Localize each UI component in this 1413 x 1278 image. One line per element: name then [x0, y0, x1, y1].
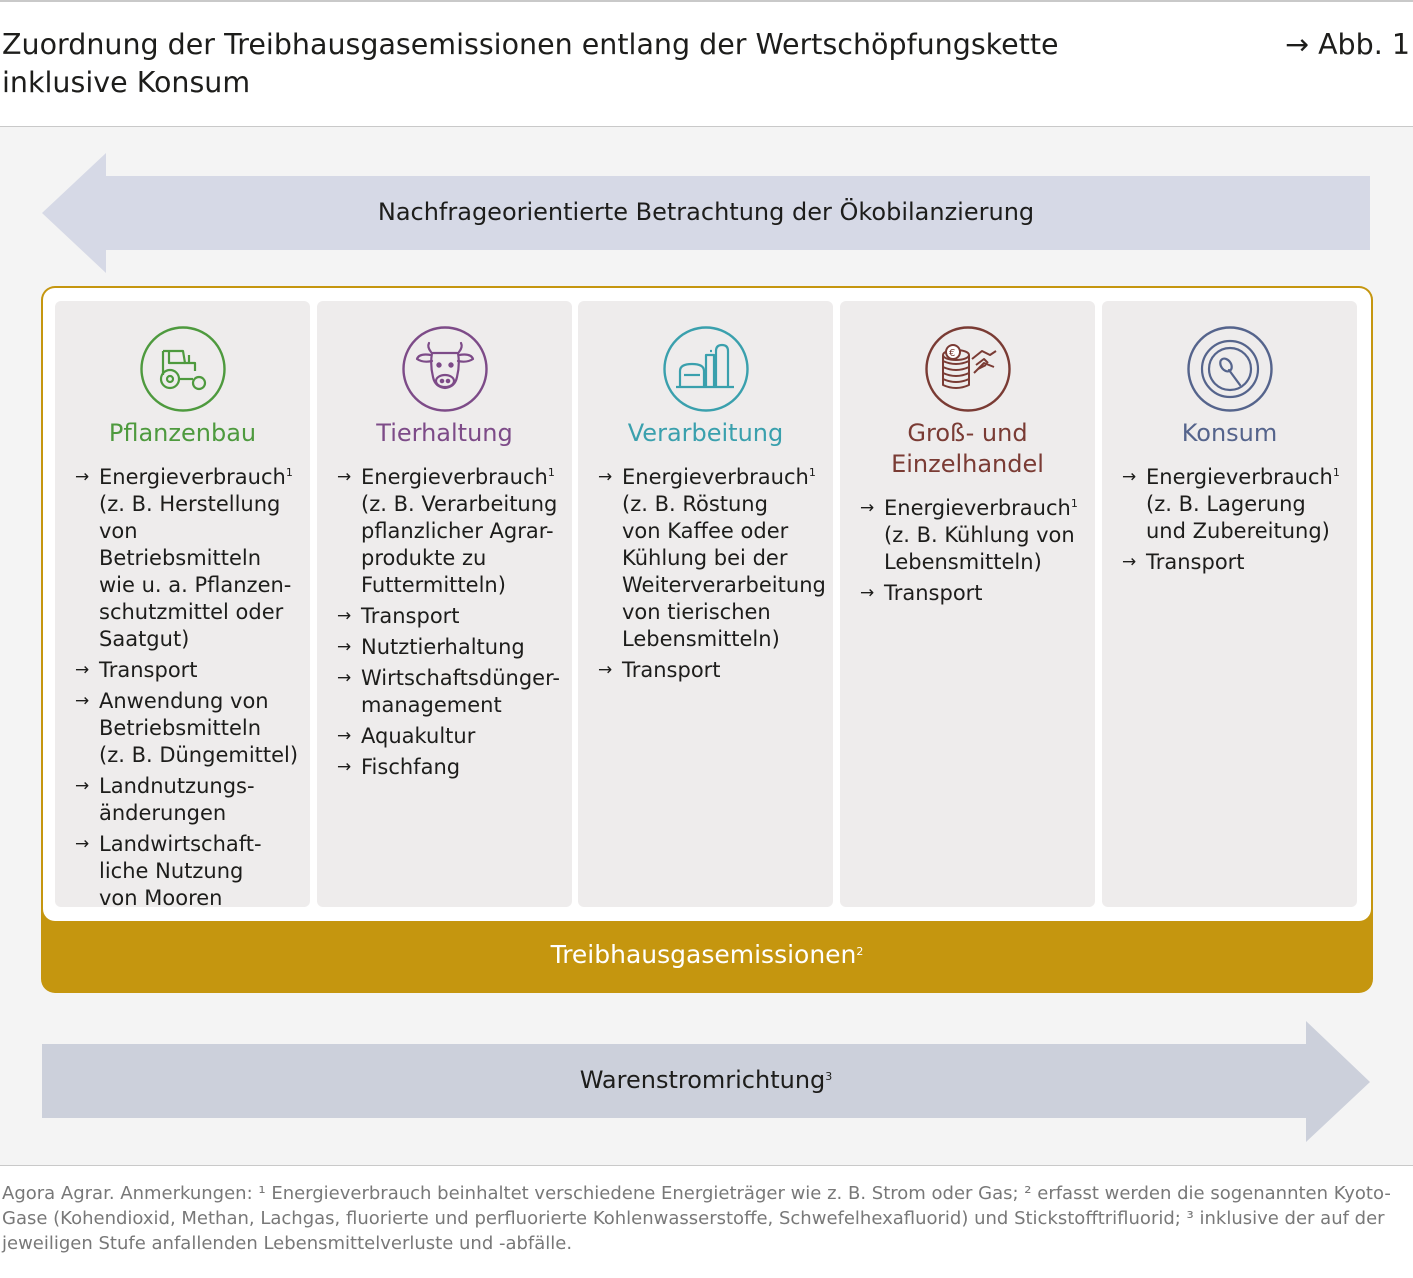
title-line-1: Zuordnung der Treibhausgasemissionen ent… [2, 28, 1059, 61]
goods-flow-arrow-label: Warenstromrichtung3 [579, 1066, 833, 1094]
title-rule [0, 126, 1413, 127]
figure-title: Zuordnung der Treibhausgasemissionen ent… [2, 26, 1202, 102]
arrow-right-icon: → [337, 606, 352, 626]
list-item: →Nutztierhaltung [337, 635, 525, 659]
demand-arrow-label: Nachfrageorientierte Betrachtung der Öko… [377, 198, 1035, 226]
stage-title: Tierhaltung [376, 419, 513, 447]
arrow-right-icon: → [860, 498, 875, 518]
stage-title: Konsum [1181, 419, 1278, 447]
list-item: →Transport [75, 658, 198, 682]
cow-icon [401, 326, 488, 412]
svg-text:€: € [949, 348, 955, 359]
coins-handshake-icon: € [924, 326, 1011, 412]
arrow-right-icon: → [1122, 552, 1137, 572]
list-item: →Aquakultur [337, 724, 476, 748]
arrow-right-icon: → [337, 668, 352, 688]
emissions-label: Treibhausgasemissionen2 [550, 940, 864, 969]
stage-title: Pflanzenbau [108, 419, 257, 447]
stage-tierhaltung: Tierhaltung →Energieverbrauch1(z. B. Ver… [317, 301, 572, 907]
goods-flow-arrow-shape [42, 1021, 1370, 1142]
list-item: →Landnutzungs-änderungen [75, 774, 255, 825]
arrow-right-icon: → [598, 660, 613, 680]
arrow-right-icon: → [75, 660, 90, 680]
tractor-icon [139, 326, 226, 412]
factory-silo-icon [662, 326, 749, 412]
arrow-right-icon: → [75, 776, 90, 796]
title-line-2: inklusive Konsum [2, 66, 251, 99]
list-item: →Transport [598, 658, 721, 682]
arrow-right-icon: → [860, 583, 875, 603]
list-item: →Transport [337, 604, 460, 628]
source-footnote: Agora Agrar. Anmerkungen: ¹ Energieverbr… [2, 1183, 1391, 1254]
arrow-right-icon: → [598, 467, 613, 487]
arrow-right-icon: → [75, 467, 90, 487]
stage-pflanzenbau: Pflanzenbau →Energieverbrauch1(z. B. Her… [55, 301, 310, 910]
stage-verarbeitung: Verarbeitung →Energieverbrauch1(z. B. Rö… [578, 301, 833, 907]
arrow-right-icon: → [337, 757, 352, 777]
list-item: →Transport [860, 581, 983, 605]
plate-spoon-icon [1186, 326, 1273, 412]
arrow-right-icon: → [1122, 467, 1137, 487]
demand-arrow-shape [42, 153, 1370, 273]
top-rule [0, 0, 1413, 2]
list-item: →Wirtschaftsdünger-management [337, 666, 560, 717]
arrow-right-icon: → [337, 637, 352, 657]
stage-konsum: Konsum →Energieverbrauch1(z. B. Lagerung… [1102, 301, 1357, 907]
footer-rule [0, 1165, 1413, 1166]
list-item: →Fischfang [337, 755, 461, 779]
arrow-right-icon: → [75, 834, 90, 854]
arrow-right-icon: → [337, 726, 352, 746]
figure-reference: → Abb. 1 [1285, 28, 1410, 61]
arrow-right-icon: → [337, 467, 352, 487]
list-item: →Transport [1122, 550, 1245, 574]
arrow-right-icon: → [75, 691, 90, 711]
stage-title: Verarbeitung [627, 419, 784, 447]
